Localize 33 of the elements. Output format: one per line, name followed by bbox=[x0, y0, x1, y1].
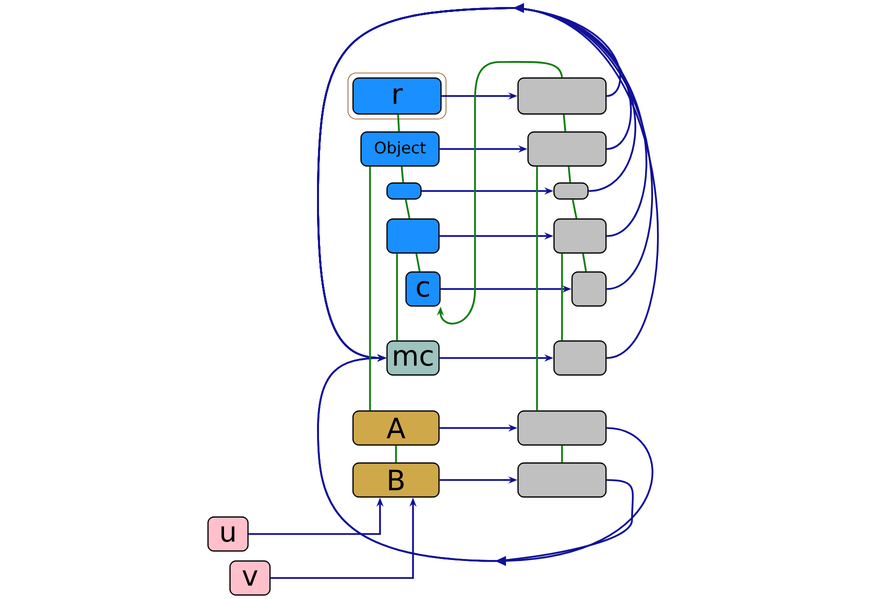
object-box: r bbox=[348, 72, 446, 120]
object-box: c bbox=[405, 271, 441, 307]
connector-line bbox=[400, 166, 404, 182]
object-box bbox=[386, 182, 422, 200]
type-box bbox=[517, 77, 607, 115]
connector-line bbox=[397, 114, 400, 132]
object-box: Object bbox=[360, 131, 440, 167]
arrow bbox=[436, 61, 563, 324]
connector-line bbox=[396, 254, 398, 340]
type-box bbox=[553, 218, 607, 254]
type-box bbox=[517, 462, 607, 498]
connector-line bbox=[369, 166, 371, 410]
connector-line bbox=[404, 199, 410, 219]
type-box bbox=[527, 131, 607, 167]
type-box bbox=[571, 271, 607, 307]
connector-line bbox=[582, 253, 587, 272]
type-box bbox=[517, 410, 607, 446]
object-box: v bbox=[229, 560, 271, 596]
object-box: mc bbox=[386, 340, 440, 376]
type-box bbox=[553, 340, 607, 376]
connector-line bbox=[572, 199, 578, 219]
connector-line bbox=[568, 166, 572, 182]
object-box: A bbox=[352, 410, 440, 446]
type-box bbox=[553, 182, 589, 200]
connector-line bbox=[561, 254, 563, 340]
object-box bbox=[386, 218, 440, 254]
object-box: u bbox=[207, 516, 249, 552]
connector-line bbox=[415, 253, 421, 272]
connector-line bbox=[536, 166, 538, 410]
object-box: B bbox=[352, 462, 440, 498]
connector-line bbox=[561, 446, 563, 462]
connector-line bbox=[395, 446, 397, 462]
connector-line bbox=[562, 114, 566, 132]
